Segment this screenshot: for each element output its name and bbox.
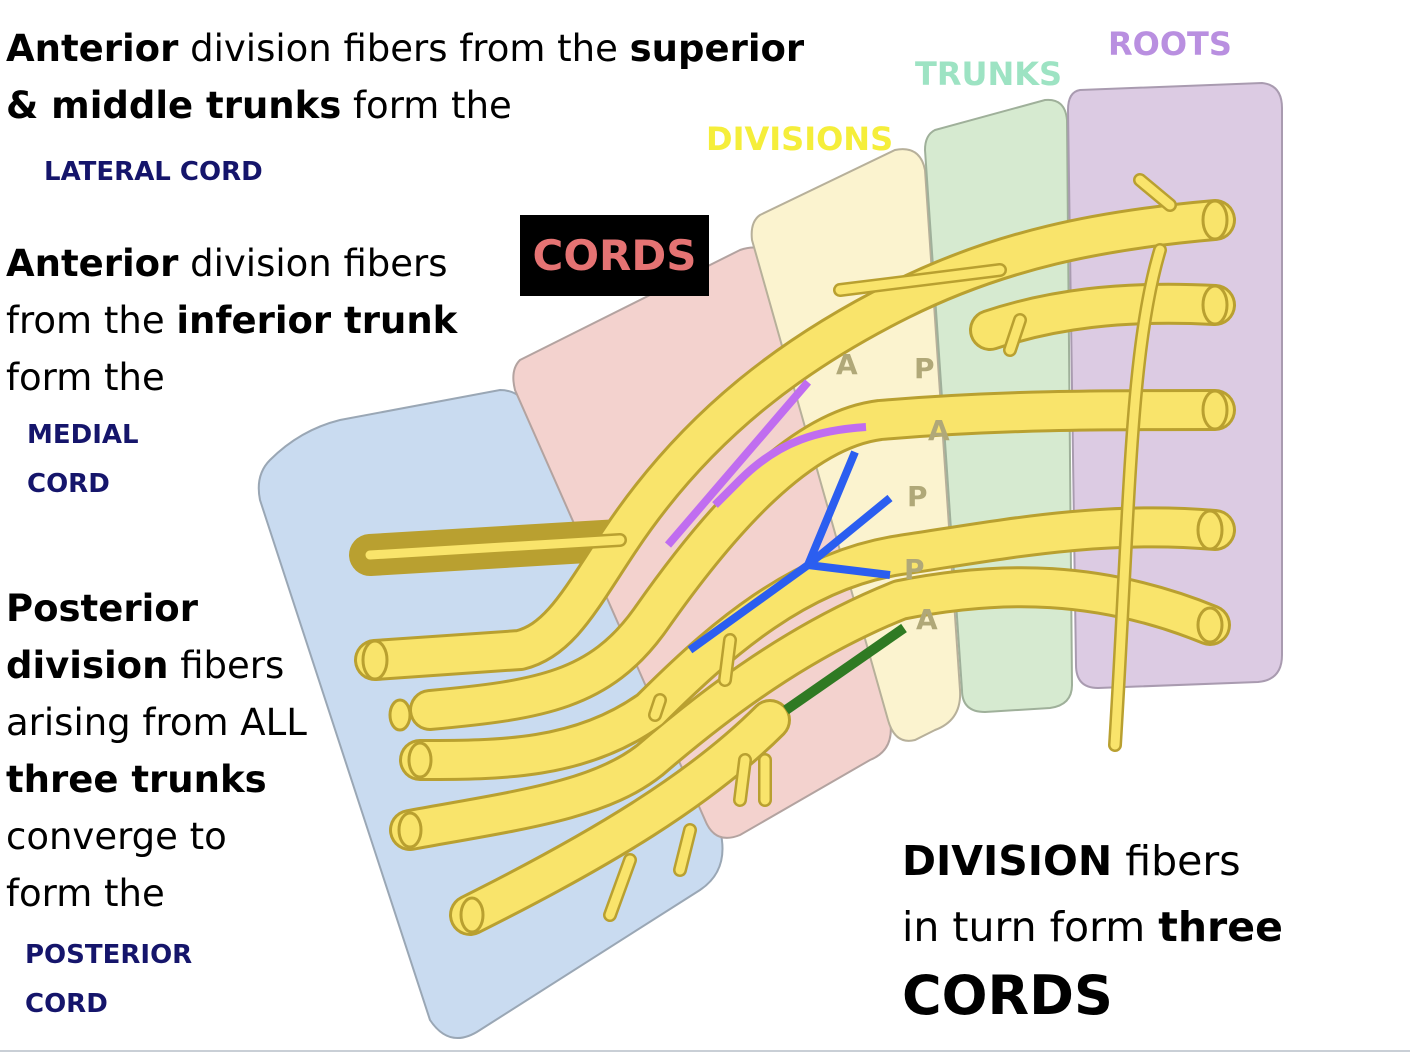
posterior-cord-label-2: CORD [25,989,108,1019]
cords-label-box: CORDS [520,215,709,296]
roots-label: ROOTS [1108,25,1232,63]
lateral-cord-label: LATERAL CORD [44,157,263,187]
lateral-cord-marker [664,379,867,548]
marker-a3: A [916,603,938,636]
marker-p2: P [907,480,928,513]
marker-a1: A [836,348,858,381]
medial-cord-label-1: MEDIAL [27,420,139,450]
divisions-label: DIVISIONS [706,120,894,158]
marker-a2: A [928,414,950,447]
posterior-cord-description: Posterior division fibers arising from A… [6,587,307,915]
trunks-label: TRUNKS [915,55,1063,93]
medial-cord-label-2: CORD [27,469,110,499]
cords-label: CORDS [532,231,697,280]
posterior-cord-marker [687,450,893,654]
marker-p1: P [914,352,935,385]
posterior-cord-label-1: POSTERIOR [25,940,193,970]
medial-cord-description: Anterior division fibers from the inferi… [6,242,458,399]
lateral-cord-description: Anterior division fibers from the superi… [6,27,805,127]
marker-p3: P [904,553,925,586]
nerve-fibers [349,173,1236,936]
division-summary: DIVISION fibers in turn form three CORDS [902,837,1283,1027]
bottom-divider [0,1050,1410,1052]
medial-cord-marker [783,623,907,715]
